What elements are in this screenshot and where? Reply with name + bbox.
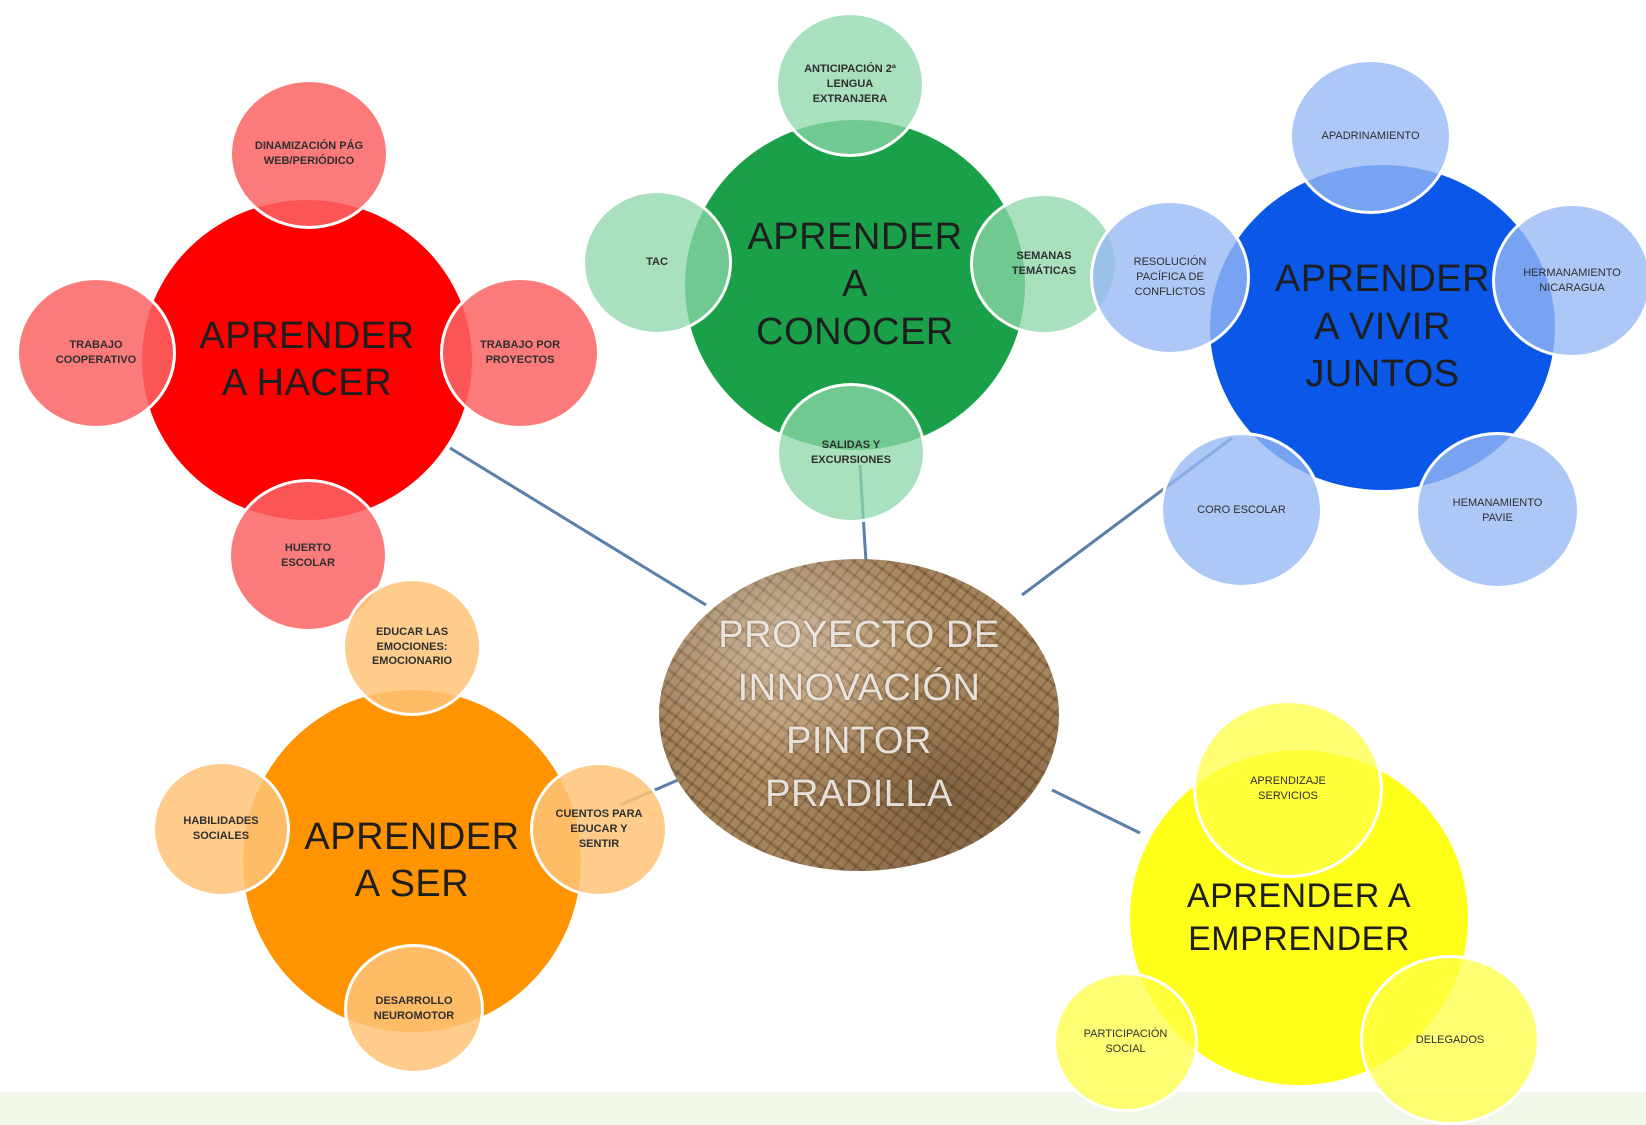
conocer-left-label: TAC (646, 256, 668, 269)
ser-left-label: HABILIDADES SOCIALES (183, 815, 259, 842)
emprender-top-label: APRENDIZAJE SERVICIOS (1250, 775, 1326, 802)
vivir-right-circle: HERMANAMIENTO NICARAGUA (1492, 203, 1646, 358)
vivir-right-label: HERMANAMIENTO NICARAGUA (1523, 266, 1621, 294)
vivir-bottom-left-circle: CORO ESCOLAR (1160, 432, 1323, 588)
conocer-main-label: APRENDER A CONOCER (747, 215, 963, 353)
bottom-band (0, 1092, 1646, 1125)
emprender-right-circle: DELEGADOS (1360, 955, 1540, 1125)
hacer-bottom-label: HUERTO ESCOLAR (281, 541, 335, 569)
emprender-right-label: DELEGADOS (1415, 1033, 1485, 1046)
hacer-top-label: DINAMIZACIÓN PÁG WEB/PERIÓDICO (254, 140, 364, 167)
conocer-left-circle: TAC (582, 190, 732, 335)
vivir-top-label: APADRINAMIENTO (1321, 130, 1420, 143)
vivir-bottom-left-label: CORO ESCOLAR (1197, 503, 1286, 516)
emprender-left-label: PARTICIPACIÓN SOCIAL (1083, 1028, 1168, 1055)
hacer-right-circle: TRABAJO POR PROYECTOS (440, 277, 600, 429)
emprender-left-circle: PARTICIPACIÓN SOCIAL (1053, 972, 1198, 1112)
hacer-main-label: APRENDER A HACER (199, 314, 415, 405)
ser-left-circle: HABILIDADES SOCIALES (152, 761, 290, 897)
conocer-bottom-circle: SALIDAS Y EXCURSIONES (776, 383, 926, 523)
emprender-main-label: APRENDER A EMPRENDER (1186, 877, 1412, 958)
ser-main-label: APRENDER A SER (304, 815, 520, 906)
hacer-top-circle: DINAMIZACIÓN PÁG WEB/PERIÓDICO (229, 79, 389, 229)
link-emprender (1051, 788, 1141, 835)
conocer-top-label: ANTICIPACIÓN 2ª LENGUA EXTRANJERA (804, 63, 896, 105)
hacer-left-label: TRABAJO COOPERATIVO (55, 339, 137, 366)
hacer-right-label: TRABAJO POR PROYECTOS (479, 339, 561, 366)
hacer-left-circle: TRABAJO COOPERATIVO (16, 277, 176, 429)
hacer-bottom-circle: HUERTO ESCOLAR (228, 479, 388, 632)
vivir-left-label: RESOLUCIÓN PACÍFICA DE CONFLICTOS (1133, 256, 1207, 298)
center-label: PROYECTO DE INNOVACIÓN PINTOR PRADILLA (718, 613, 1000, 816)
ser-right-circle: CUENTOS PARA EDUCAR Y SENTIR (530, 762, 668, 897)
conocer-top-circle: ANTICIPACIÓN 2ª LENGUA EXTRANJERA (775, 12, 925, 157)
link-hacer (449, 446, 707, 607)
hacer-main-circle: APRENDER A HACER (142, 200, 472, 520)
conocer-right-label: SEMANAS TEMÁTICAS (1011, 250, 1077, 277)
ser-bottom-circle: DESARROLLO NEUROMOTOR (344, 944, 484, 1074)
conocer-bottom-label: SALIDAS Y EXCURSIONES (810, 439, 892, 466)
vivir-bottom-right-circle: HEMANAMIENTO PAVIE (1415, 432, 1580, 589)
ser-bottom-label: DESARROLLO NEUROMOTOR (373, 995, 455, 1022)
vivir-main-label: APRENDER A VIVIR JUNTOS (1274, 258, 1491, 396)
ser-top-circle: EDUCAR LAS EMOCIONES: EMOCIONARIO (342, 578, 482, 716)
vivir-top-circle: APADRINAMIENTO (1289, 59, 1452, 214)
ser-right-label: CUENTOS PARA EDUCAR Y SENTIR (555, 808, 643, 850)
ser-top-label: EDUCAR LAS EMOCIONES: EMOCIONARIO (371, 625, 453, 668)
vivir-left-circle: RESOLUCIÓN PACÍFICA DE CONFLICTOS (1090, 200, 1250, 355)
emprender-top-circle: APRENDIZAJE SERVICIOS (1193, 700, 1383, 878)
center-node: PROYECTO DE INNOVACIÓN PINTOR PRADILLA (659, 559, 1059, 871)
vivir-bottom-right-label: HEMANAMIENTO PAVIE (1452, 496, 1543, 524)
